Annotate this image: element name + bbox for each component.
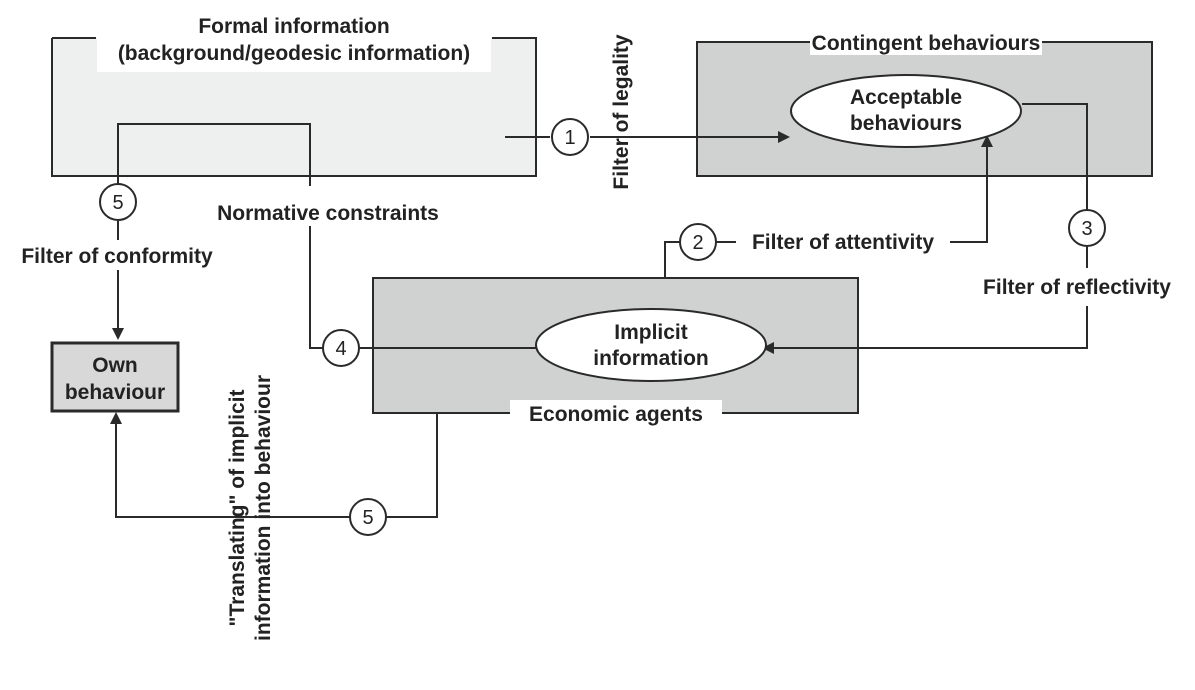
implicit-line-1: Implicit bbox=[614, 321, 688, 344]
step-3-marker: 3 bbox=[1068, 209, 1106, 247]
step-2-marker: 2 bbox=[679, 223, 717, 261]
formal-title-line-1: Formal information bbox=[198, 15, 389, 38]
svg-text:5: 5 bbox=[112, 192, 123, 214]
svg-text:4: 4 bbox=[335, 338, 346, 360]
contingent-title: Contingent behaviours bbox=[812, 32, 1041, 55]
acceptable-line-2: behaviours bbox=[850, 112, 962, 135]
svg-text:3: 3 bbox=[1081, 218, 1092, 240]
own-behaviour-node bbox=[50, 341, 180, 413]
connector-normative-bottom bbox=[309, 226, 323, 349]
svg-text:5: 5 bbox=[362, 507, 373, 529]
step-1-marker: 1 bbox=[551, 118, 589, 156]
implicit-line-2: information bbox=[593, 347, 709, 370]
connector-reflectivity-bottom bbox=[762, 306, 1088, 354]
filter-attentivity-label: Filter of attentivity bbox=[752, 231, 934, 254]
normative-constraints-label: Normative constraints bbox=[217, 202, 439, 225]
implicit-information-node bbox=[535, 308, 767, 382]
contingent-behaviours-box bbox=[696, 31, 1153, 177]
step-5-top-marker: 5 bbox=[99, 183, 137, 221]
own-line-1: Own bbox=[92, 354, 138, 377]
connector-translating-2 bbox=[110, 412, 350, 518]
own-line-2: behaviour bbox=[65, 381, 165, 404]
filter-reflectivity-label: Filter of reflectivity bbox=[983, 276, 1171, 299]
connectors bbox=[110, 103, 1088, 518]
filter-legality-label: Filter of legality bbox=[610, 34, 633, 190]
connector-attentivity-3 bbox=[950, 135, 993, 243]
translating-label-line-2: information into behaviour bbox=[252, 375, 275, 641]
connector-attentivity bbox=[664, 241, 680, 278]
formal-title-line-2: (background/geodesic information) bbox=[118, 42, 470, 65]
formal-information-box bbox=[51, 22, 537, 177]
acceptable-line-1: Acceptable bbox=[850, 86, 962, 109]
step-4-marker: 4 bbox=[322, 329, 360, 367]
step-5-bottom-marker: 5 bbox=[349, 498, 387, 536]
svg-text:2: 2 bbox=[692, 232, 703, 254]
svg-text:1: 1 bbox=[564, 127, 575, 149]
economic-title: Economic agents bbox=[529, 403, 703, 426]
connector-normative-top bbox=[117, 123, 311, 186]
connector-reflectivity-top bbox=[1022, 103, 1088, 210]
translating-label-line-1: "Translating" of implicit bbox=[226, 390, 249, 627]
filter-conformity-label: Filter of conformity bbox=[21, 245, 213, 268]
connector-translating-1 bbox=[386, 413, 438, 518]
acceptable-behaviours-node bbox=[790, 74, 1022, 148]
